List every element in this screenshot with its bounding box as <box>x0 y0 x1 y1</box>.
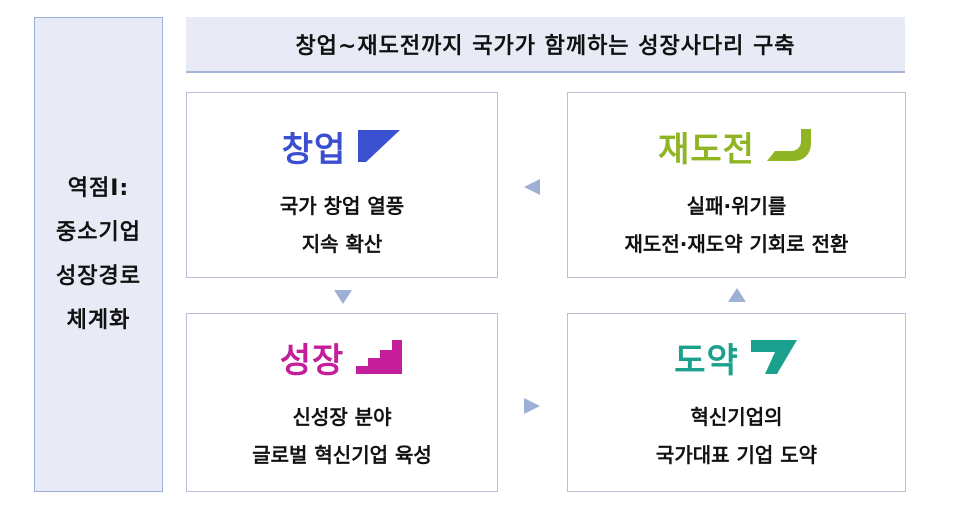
stairs-icon <box>356 340 403 374</box>
card-text: 신성장 분야 <box>292 405 392 429</box>
sidebar-line: 성장경로 <box>56 263 141 289</box>
arrow-up-icon <box>728 288 746 302</box>
card-text: 지속 확산 <box>301 232 383 256</box>
sidebar-line: 중소기업 <box>56 219 141 245</box>
card-startup: 창업 국가 창업 열풍 지속 확산 <box>186 92 498 278</box>
card-text: 혁신기업의 <box>690 405 783 429</box>
leap-icon <box>750 340 797 374</box>
card-text: 재도전·재도약 기회로 전환 <box>624 232 849 256</box>
card-title: 재도전 <box>658 129 755 170</box>
card-retry: 재도전 실패·위기를 재도전·재도약 기회로 전환 <box>567 92 906 278</box>
card-title: 창업 <box>281 129 347 170</box>
card-title: 도약 <box>674 340 739 381</box>
sidebar-panel: 역점Ⅰ: 중소기업 성장경로 체계화 <box>34 17 163 492</box>
card-growth: 성장 신성장 분야 글로벌 혁신기업 육성 <box>186 313 498 492</box>
card-text: 글로벌 혁신기업 육성 <box>252 443 432 467</box>
arrow-left-icon <box>524 179 540 195</box>
banner-title: 창업~재도전까지 국가가 함께하는 성장사다리 구축 <box>186 17 905 73</box>
card-title: 성장 <box>279 340 345 381</box>
sidebar-line: 역점Ⅰ: <box>67 175 130 201</box>
sidebar-line: 체계화 <box>66 307 131 333</box>
swoosh-icon <box>766 129 811 161</box>
card-text: 실패·위기를 <box>686 194 787 218</box>
arrow-right-icon <box>524 398 540 414</box>
card-text: 국가대표 기업 도약 <box>655 443 818 467</box>
flag-icon <box>358 130 401 162</box>
arrow-down-icon <box>334 290 352 304</box>
card-text: 국가 창업 열풍 <box>279 194 405 218</box>
card-leap: 도약 혁신기업의 국가대표 기업 도약 <box>567 313 906 492</box>
